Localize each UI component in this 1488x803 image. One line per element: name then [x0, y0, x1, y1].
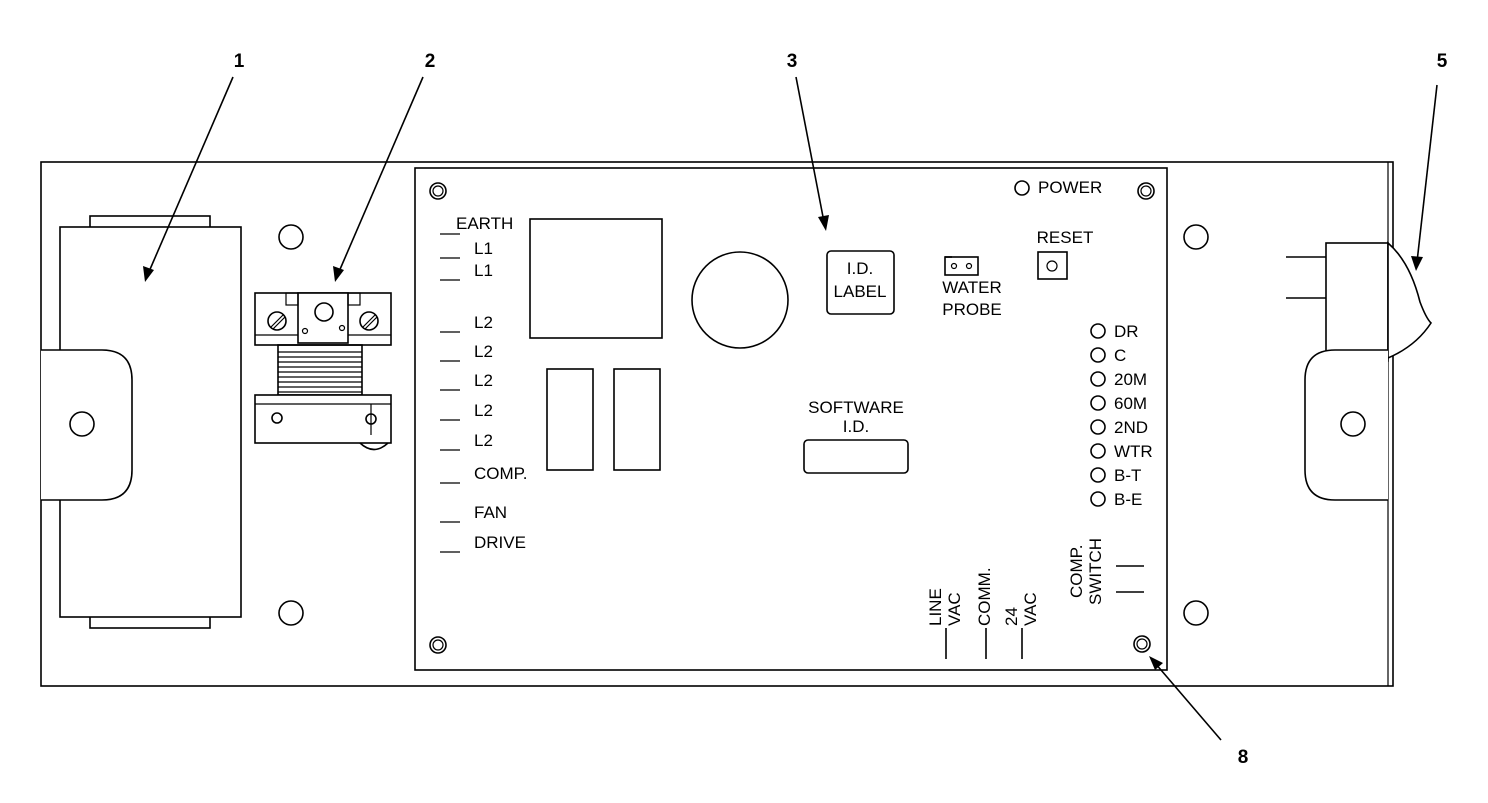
- terminal-label: L2: [474, 431, 493, 450]
- terminal-label: L2: [474, 342, 493, 361]
- callout-2: 2: [425, 51, 436, 72]
- callout-group: 1 2 3 5 8: [143, 51, 1448, 768]
- terminal-label: L1: [474, 261, 493, 280]
- water-probe-line1: WATER: [942, 278, 1002, 297]
- indicator-led: [1090, 443, 1106, 459]
- callout-5: 5: [1437, 51, 1448, 72]
- id-label-line1: I.D.: [847, 259, 873, 278]
- terminal-label: EARTH: [456, 214, 513, 233]
- indicator-label: C: [1114, 346, 1126, 365]
- terminal-label: DRIVE: [474, 533, 526, 552]
- indicator-list: DR C 20M 60M 2ND WTR B-T B-E: [1090, 322, 1153, 509]
- indicator-led: [1090, 419, 1106, 435]
- callout-3: 3: [787, 51, 798, 72]
- software-line1: SOFTWARE: [808, 398, 904, 417]
- indicator-led: [1090, 371, 1106, 387]
- terminal-label: L2: [474, 313, 493, 332]
- enclosure-holes: [278, 224, 1209, 626]
- indicator-led: [1090, 491, 1106, 507]
- terminal-label: L2: [474, 401, 493, 420]
- terminal-sensor: [254, 292, 392, 451]
- vac24-label-1: 24: [1002, 607, 1021, 626]
- left-component: [41, 215, 242, 629]
- indicator-label: 60M: [1114, 394, 1147, 413]
- indicator-led: [1090, 395, 1106, 411]
- circuit-board: I.D. LABEL WATER PROBE RESET POWER SOFTW…: [414, 167, 1168, 671]
- comp-switch-label-1: COMP.: [1067, 544, 1086, 598]
- indicator-label: DR: [1114, 322, 1139, 341]
- line-vac-label-1: LINE: [926, 588, 945, 626]
- line-vac-label-2: VAC: [945, 592, 964, 626]
- callout-1: 1: [234, 51, 245, 72]
- comp-switch-label-2: SWITCH: [1086, 538, 1105, 605]
- right-component: [1286, 241, 1433, 501]
- comm-label: COMM.: [975, 567, 994, 626]
- id-label-line2: LABEL: [834, 282, 887, 301]
- enclosure: [40, 161, 1394, 687]
- indicator-label: B-E: [1114, 490, 1142, 509]
- terminal-label: FAN: [474, 503, 507, 522]
- terminal-label: L1: [474, 239, 493, 258]
- indicator-led: [1090, 323, 1106, 339]
- vac24-label-2: VAC: [1021, 592, 1040, 626]
- power-label: POWER: [1038, 178, 1102, 197]
- indicator-led: [1090, 467, 1106, 483]
- terminal-label: COMP.: [474, 464, 528, 483]
- indicator-label: 20M: [1114, 370, 1147, 389]
- reset-label: RESET: [1037, 228, 1094, 247]
- terminal-label: L2: [474, 371, 493, 390]
- indicator-led: [1090, 347, 1106, 363]
- indicator-label: B-T: [1114, 466, 1141, 485]
- indicator-label: WTR: [1114, 442, 1153, 461]
- indicator-label: 2ND: [1114, 418, 1148, 437]
- software-line2: I.D.: [843, 417, 869, 436]
- water-probe-line2: PROBE: [942, 300, 1002, 319]
- callout-8: 8: [1238, 747, 1249, 768]
